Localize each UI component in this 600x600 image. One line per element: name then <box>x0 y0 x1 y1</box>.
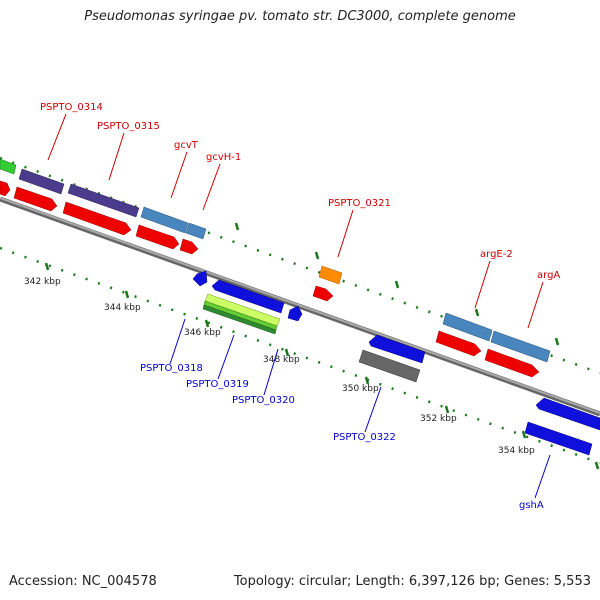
arrow-argA[interactable] <box>484 348 540 378</box>
gene-gcvT-bar[interactable] <box>140 206 189 234</box>
arrow-PSPTO_0320[interactable] <box>287 305 303 322</box>
scale-label-344: 344 kbp <box>104 303 141 313</box>
reverse-labels: PSPTO_0318 PSPTO_0319 PSPTO_0320 PSPTO_0… <box>140 318 551 511</box>
scale-labels: 342 kbp 344 kbp 346 kbp 348 kbp 350 kbp … <box>24 277 535 456</box>
arrow-PSPTO_0322[interactable] <box>368 334 426 364</box>
arrow-gshA-upper[interactable] <box>535 397 600 431</box>
label-PSPTO_0320: PSPTO_0320 <box>232 395 295 406</box>
gene-PSPTO_0314-bar[interactable] <box>18 168 65 195</box>
scale-label-350: 350 kbp <box>342 384 379 394</box>
label-gcvT: gcvT <box>174 140 199 151</box>
arrow-left-edge[interactable] <box>0 180 11 197</box>
gene-green[interactable] <box>0 158 17 175</box>
forward-arrows <box>0 180 540 378</box>
scale-label-342: 342 kbp <box>24 277 61 287</box>
arrow-PSPTO_0315[interactable] <box>62 201 132 236</box>
lower-tick-track <box>0 246 600 465</box>
arrow-gcvH1[interactable] <box>179 238 199 255</box>
label-argA: argA <box>537 270 560 281</box>
label-gshA: gshA <box>519 500 544 511</box>
arrow-PSPTO_0318[interactable] <box>211 279 285 314</box>
gene-gcvH1-bar[interactable] <box>185 222 207 240</box>
gene-argA-bar[interactable] <box>490 330 551 363</box>
forward-labels: PSPTO_0314 PSPTO_0315 gcvT gcvH-1 PSPTO_… <box>40 102 560 329</box>
accession-text: Accession: NC_004578 <box>9 574 157 589</box>
bar-PSPTO_0322-grey[interactable] <box>358 349 421 383</box>
label-PSPTO_0315: PSPTO_0315 <box>97 121 160 132</box>
scale-label-352: 352 kbp <box>420 414 457 424</box>
scale-label-346: 346 kbp <box>184 328 221 338</box>
scale-label-354: 354 kbp <box>498 446 535 456</box>
reverse-genes <box>192 270 600 456</box>
label-PSPTO_0314: PSPTO_0314 <box>40 102 103 113</box>
scale-label-348: 348 kbp <box>263 355 300 365</box>
label-PSPTO_0319: PSPTO_0319 <box>186 379 249 390</box>
bar-PSPTO_0319-dark[interactable] <box>202 304 277 335</box>
gene-argE2-bar[interactable] <box>442 312 493 342</box>
genome-backbone <box>0 196 600 417</box>
arrow-PSPTO_0314[interactable] <box>13 186 58 212</box>
map-title: Pseudomonas syringae pv. tomato str. DC3… <box>84 9 516 24</box>
arrow-gshA[interactable] <box>524 421 593 456</box>
genome-stats-text: Topology: circular; Length: 6,397,126 bp… <box>233 574 591 589</box>
label-gcvH1: gcvH-1 <box>206 152 241 163</box>
gene-PSPTO_0315-bar[interactable] <box>67 183 140 218</box>
label-PSPTO_0318: PSPTO_0318 <box>140 363 203 374</box>
arrow-PSPTO_0321[interactable] <box>312 285 334 302</box>
arrow-small-blue[interactable] <box>192 270 208 287</box>
label-argE2: argE-2 <box>480 249 513 260</box>
arrow-argE2[interactable] <box>435 330 482 357</box>
gene-PSPTO_0321-bar[interactable] <box>318 265 343 285</box>
upper-gene-row <box>0 158 551 363</box>
major-ticks <box>44 222 600 470</box>
label-PSPTO_0321: PSPTO_0321 <box>328 198 391 209</box>
label-PSPTO_0322: PSPTO_0322 <box>333 432 396 443</box>
arrow-gcvT[interactable] <box>135 224 180 250</box>
